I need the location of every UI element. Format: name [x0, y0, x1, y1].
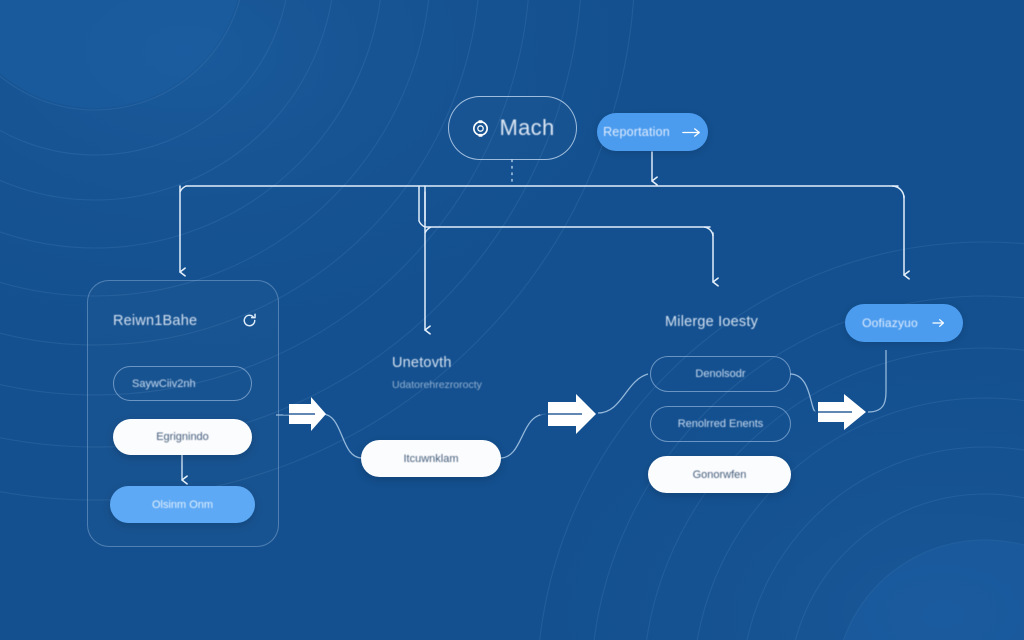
gear-logo-icon — [472, 119, 488, 137]
brand-badge[interactable]: Mach — [448, 96, 577, 160]
left-field-outline-label: SaywCiiv2nh — [132, 377, 196, 390]
left-field-accent[interactable]: Olsinm Onm — [110, 486, 255, 523]
right-field-outline-1-label: Denolsodr — [695, 368, 746, 380]
middle-panel-subtitle: Udatorehrezrorocty — [392, 379, 482, 391]
middle-panel-title: Unetovth — [392, 355, 452, 371]
far-right-pill-label: Oofiazyuo — [862, 316, 918, 330]
block-arrow-2 — [548, 394, 596, 434]
arrow-right-icon — [932, 319, 944, 327]
left-field-solid-label: Egrignindo — [156, 431, 209, 443]
curve-arrow1-to-middle — [321, 413, 363, 459]
block-arrow-3 — [818, 394, 866, 430]
left-panel-card — [87, 280, 279, 547]
right-panel-title: Milerge Ioesty — [665, 314, 759, 330]
left-panel-title: Reiwn1Bahe — [113, 313, 198, 329]
block-arrow-1 — [289, 397, 326, 431]
right-field-outline-2-label: Renolrred Enents — [677, 418, 764, 430]
curve-middle-to-arrow2 — [499, 413, 547, 459]
right-field-solid-label: Gonorwfen — [692, 468, 747, 481]
reportation-action-pill[interactable]: Reportation — [597, 113, 708, 151]
curve-arrow2-to-right — [597, 373, 649, 414]
reportation-label: Reportation — [603, 125, 670, 139]
left-field-accent-label: Olsinm Onm — [151, 498, 214, 511]
right-field-outline-1[interactable]: Denolsodr — [650, 356, 791, 392]
far-right-pill[interactable]: Oofiazyuo — [845, 304, 963, 342]
right-field-outline-2[interactable]: Renolrred Enents — [650, 406, 791, 442]
right-field-solid[interactable]: Gonorwfen — [648, 456, 791, 493]
middle-pill[interactable]: Itcuwnklam — [361, 440, 501, 477]
curve-right-to-arrow3 — [789, 373, 817, 413]
refresh-icon[interactable] — [242, 313, 257, 328]
brand-label: Mach — [499, 115, 555, 140]
middle-pill-label: Itcuwnklam — [403, 452, 459, 465]
left-field-solid[interactable]: Egrignindo — [113, 419, 252, 455]
curve-arrow3-to-pill — [867, 350, 887, 413]
left-field-outline[interactable]: SaywCiiv2nh — [113, 366, 252, 401]
arrow-right-icon — [682, 127, 700, 137]
